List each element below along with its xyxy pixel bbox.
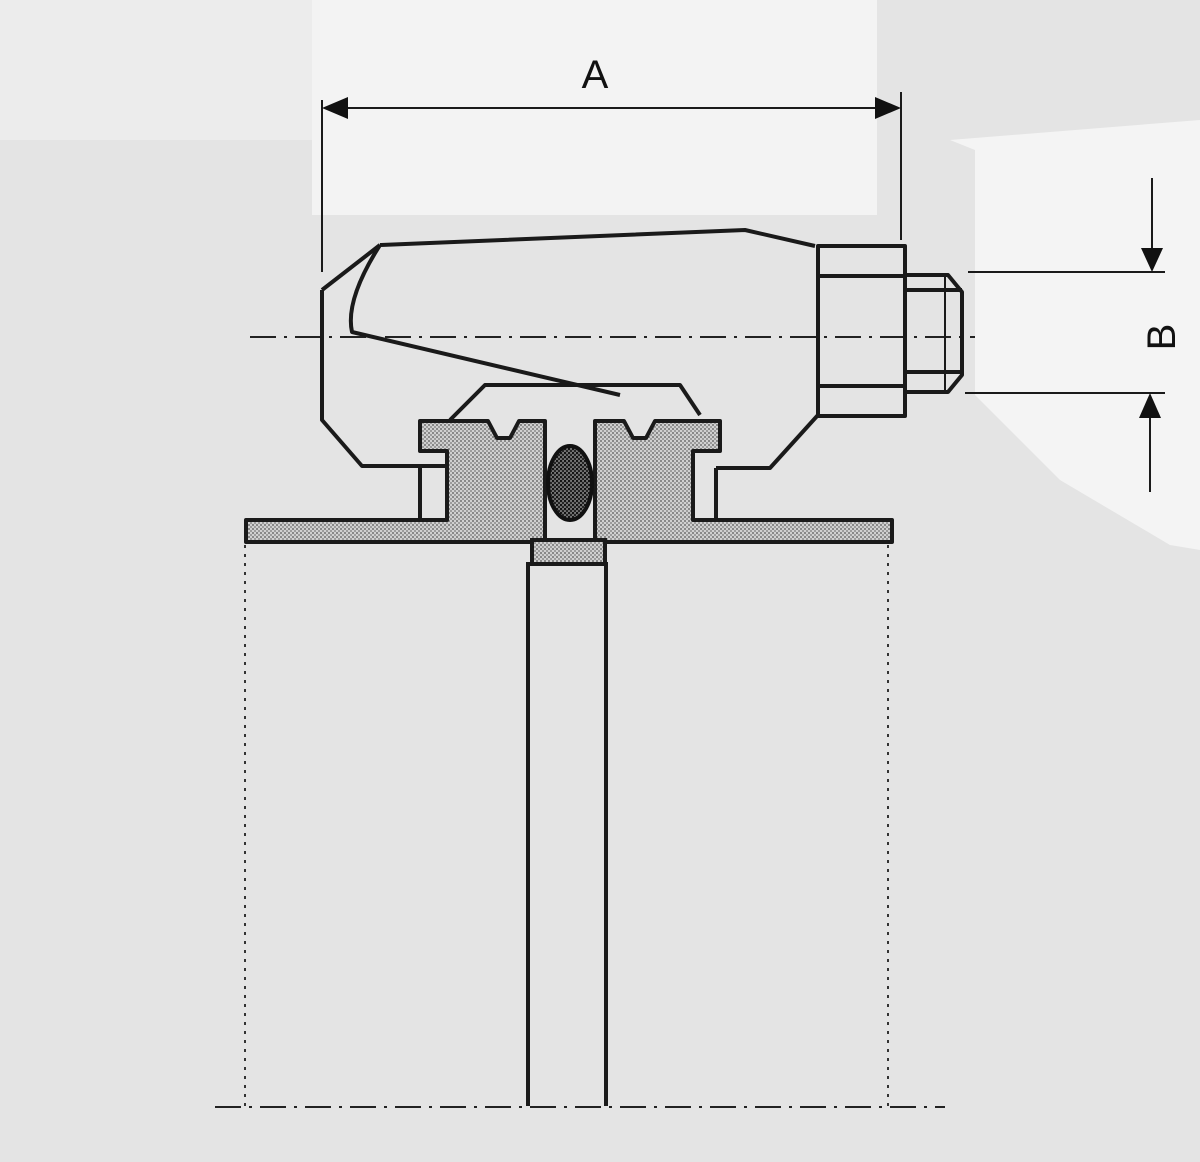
- dimension-b: B: [965, 178, 1184, 492]
- arrow-up-icon: [1139, 393, 1161, 418]
- dimension-a-label: A: [582, 53, 609, 97]
- left-ferrule: [244, 419, 547, 544]
- arrow-down-icon: [1141, 248, 1163, 272]
- pipe: [244, 545, 889, 1112]
- arrow-right-icon: [875, 97, 901, 119]
- dimension-b-label: B: [1140, 324, 1184, 351]
- clamp-body: [320, 228, 820, 518]
- dimension-a: A: [321, 53, 902, 272]
- arrow-left-icon: [322, 97, 348, 119]
- hex-nut: [816, 244, 907, 418]
- gasket-seat: [530, 538, 607, 566]
- bolt-end: [905, 273, 964, 394]
- gasket-o-ring: [546, 444, 594, 522]
- right-ferrule: [593, 419, 894, 544]
